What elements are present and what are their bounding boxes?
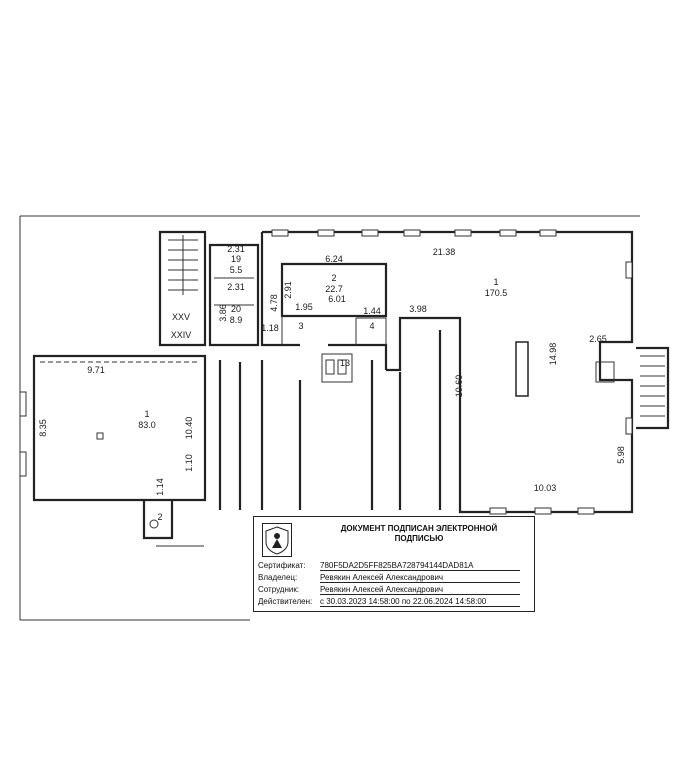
room-label-13: 13 xyxy=(340,358,350,368)
stamp-title-line1: ДОКУМЕНТ ПОДПИСАН ЭЛЕКТРОННОЙ xyxy=(340,524,498,533)
main-hall-walls xyxy=(208,230,634,514)
stair-top xyxy=(158,230,207,347)
stamp-label-owner: Владелец: xyxy=(258,573,298,582)
corridor-walls xyxy=(218,330,442,510)
room-label-main-area: 170.5 xyxy=(485,288,508,298)
dim-8-35: 8.35 xyxy=(38,419,48,437)
stamp-value-valid: с 30.03.2023 14:58:00 по 22.06.2024 14:5… xyxy=(320,597,520,607)
room-label-left-area: 83.0 xyxy=(138,420,156,430)
stair-right xyxy=(595,346,670,430)
stamp-row-valid: Действителен: с 30.03.2023 14:58:00 по 22… xyxy=(258,597,520,607)
dim-9-71: 9.71 xyxy=(87,365,105,375)
label-xxv: XXV xyxy=(172,312,190,322)
room-label-19-area: 5.5 xyxy=(230,265,243,275)
room-label-20-number: 20 xyxy=(231,304,241,314)
stamp-row-owner: Владелец: Ревякин Алексей Александрович xyxy=(258,573,520,583)
dim-1-44: 1.44 xyxy=(363,306,381,316)
dim-5-98: 5.98 xyxy=(616,446,626,464)
room-2-walls xyxy=(280,262,388,383)
dim-6-01: 6.01 xyxy=(328,294,346,304)
dim-6-24: 6.24 xyxy=(325,254,343,264)
dim-1-95: 1.95 xyxy=(295,302,313,312)
label-xxiv: XXIV xyxy=(171,330,192,340)
moscow-emblem-icon xyxy=(262,523,292,557)
electronic-signature-stamp: ДОКУМЕНТ ПОДПИСАН ЭЛЕКТРОННОЙ ПОДПИСЬЮ С… xyxy=(253,516,535,612)
dim-21-38: 21.38 xyxy=(433,247,456,257)
sheet-border xyxy=(19,215,640,621)
windows-top xyxy=(271,229,633,515)
room-label-20-area: 8.9 xyxy=(230,315,243,325)
dim-2-65: 2.65 xyxy=(589,334,607,344)
room-label-3: 3 xyxy=(298,321,303,331)
stamp-label-valid: Действителен: xyxy=(258,597,313,606)
stamp-label-certificate: Сертификат: xyxy=(258,561,306,570)
dim-4-78: 4.78 xyxy=(269,294,279,312)
stamp-value-employee: Ревякин Алексей Александрович xyxy=(320,585,520,595)
room-label-2-small: 2 xyxy=(157,512,162,522)
dim-10-03: 10.03 xyxy=(534,483,557,493)
dim-1-18: 1.18 xyxy=(261,323,279,333)
stamp-row-employee: Сотрудник: Ревякин Алексей Александрович xyxy=(258,585,520,595)
room-label-left-number: 1 xyxy=(144,409,149,419)
dim-2-91: 2.91 xyxy=(283,281,293,299)
dim-10-60: 10.60 xyxy=(454,375,464,398)
room-label-main-number: 1 xyxy=(493,277,498,287)
column xyxy=(515,341,529,397)
dim-2-31-top: 2.31 xyxy=(227,244,245,254)
dim-3-98: 3.98 xyxy=(409,304,427,314)
dim-14-98: 14.98 xyxy=(548,343,558,366)
stamp-value-owner: Ревякин Алексей Александрович xyxy=(320,573,520,583)
dim-1-14: 1.14 xyxy=(155,478,165,496)
left-room-walls xyxy=(19,354,207,547)
stamp-title-line2: ПОДПИСЬЮ xyxy=(394,534,444,543)
room-label-19-number: 19 xyxy=(231,254,241,264)
dim-2-31-mid: 2.31 xyxy=(227,282,245,292)
dim-10-40: 10.40 xyxy=(184,417,194,440)
dim-1-10: 1.10 xyxy=(184,454,194,472)
room-label-2-number: 2 xyxy=(331,273,336,283)
stamp-label-employee: Сотрудник: xyxy=(258,585,300,594)
stamp-value-certificate: 780F5DA2D5FF825BA728794144DAD81A xyxy=(320,561,520,571)
stamp-row-certificate: Сертификат: 780F5DA2D5FF825BA728794144DAD… xyxy=(258,561,520,571)
dim-3-86: 3.86 xyxy=(218,304,228,322)
room-label-2-area: 22.7 xyxy=(325,284,343,294)
room-label-4: 4 xyxy=(369,321,374,331)
stamp-title: ДОКУМЕНТ ПОДПИСАН ЭЛЕКТРОННОЙ ПОДПИСЬЮ xyxy=(314,524,524,544)
